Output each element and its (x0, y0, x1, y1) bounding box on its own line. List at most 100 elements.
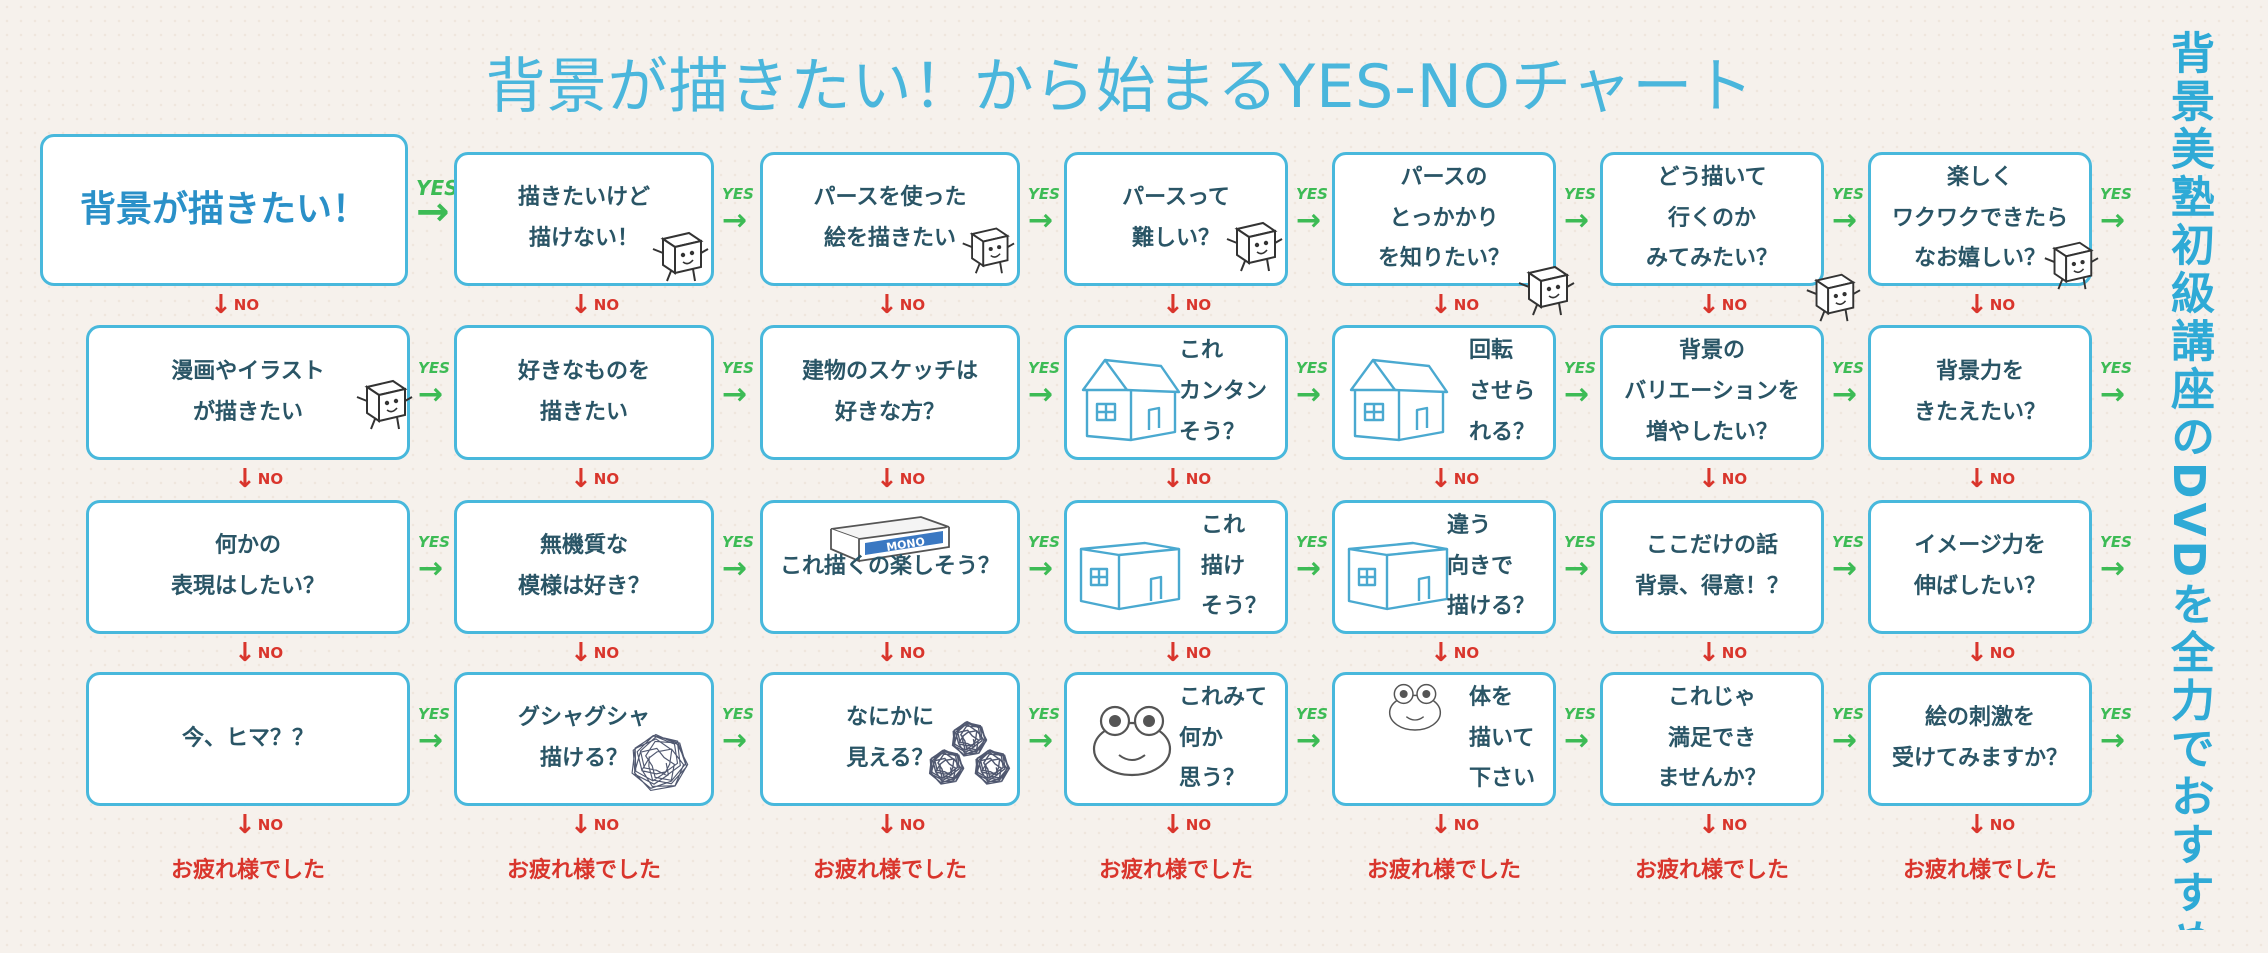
yes-arrow: YES→ (1028, 185, 1062, 237)
no-arrow: ↓NO (1698, 290, 1747, 320)
chart-node-r2-3: これ カンタン そう？ (1064, 325, 1288, 460)
end-label: お疲れ様でした (170, 858, 325, 883)
no-label: NO (257, 816, 284, 834)
yes-arrow: YES→ (722, 185, 756, 237)
chart-node-text: これみて 何か 思う？ (1178, 684, 1267, 792)
no-label: NO (899, 816, 926, 834)
no-arrow-glyph: ↓ (1698, 464, 1720, 494)
chart-node-r1-3: パースって 難しい？ (1064, 152, 1288, 286)
chart-node-r4-5: これじゃ 満足でき ませんか？ (1600, 672, 1824, 806)
yes-label: YES (416, 176, 459, 200)
no-arrow: ↓NO (1430, 810, 1479, 840)
chart-node-r2-5: 背景の バリエーションを 増やしたい？ (1600, 325, 1824, 460)
chart-node-r1-4: パースの とっかかり を知りたい？ (1332, 152, 1575, 316)
frog-face-icon (1385, 679, 1445, 748)
chart-node-r2-4: 回転 させら れる？ (1332, 325, 1556, 460)
chart-node-r4-3: これみて 何か 思う？ (1064, 672, 1288, 806)
no-arrow: ↓NO (1162, 290, 1211, 320)
yes-arrow-glyph: → (1296, 377, 1322, 412)
yes-label: YES (1028, 705, 1060, 723)
no-arrow-glyph: ↓ (876, 290, 898, 320)
chart-node-text: 今、ヒマ？？ (181, 725, 314, 751)
no-arrow-glyph: ↓ (1430, 464, 1452, 494)
yes-label: YES (418, 533, 450, 551)
box-building-sketch-icon (1343, 535, 1453, 630)
no-arrow: ↓NO (1430, 290, 1479, 320)
yes-label: YES (2100, 359, 2132, 377)
no-arrow-glyph: ↓ (1698, 638, 1720, 668)
side-recommendation-text: 背景美塾初級講座のDVDを全力でおすすめ！ (2163, 30, 2214, 930)
no-label: NO (1185, 644, 1212, 662)
chart-node-text: 好きなものを 描きたい (517, 358, 650, 425)
yes-label: YES (722, 359, 754, 377)
chart-node-text: 回転 させら れる？ (1468, 338, 1535, 445)
yes-label: YES (1028, 533, 1060, 551)
no-arrow-glyph: ↓ (1430, 638, 1452, 668)
no-arrow-glyph: ↓ (1966, 638, 1988, 668)
yes-label: YES (1296, 705, 1328, 723)
yes-label: YES (1564, 533, 1596, 551)
yes-label: YES (1296, 533, 1328, 551)
no-arrow-glyph: ↓ (570, 810, 592, 840)
yes-arrow: YES→ (2100, 533, 2134, 585)
yes-label: YES (1832, 359, 1864, 377)
chart-node-text: なにかに 見える？ (845, 705, 934, 771)
chart-node-text: 楽しく ワクワクできたら なお嬉しい？ (1891, 164, 2068, 272)
yes-arrow: YES→ (1564, 533, 1598, 585)
chart-node-text: 絵の刺激を 受けてみますか？ (1891, 705, 2068, 771)
chart-node-text: パースの とっかかり を知りたい？ (1377, 164, 1510, 272)
no-arrow: ↓NO (234, 638, 283, 668)
end-label: お疲れ様でした (506, 858, 661, 883)
yes-label: YES (2100, 705, 2132, 723)
yes-label: YES (1296, 359, 1328, 377)
chart-node-text: 背景の バリエーションを 増やしたい？ (1624, 338, 1800, 445)
no-label: NO (1721, 470, 1748, 488)
yes-arrow: YES→ (418, 359, 452, 411)
yes-label: YES (1832, 533, 1864, 551)
yes-arrow-glyph: → (1296, 203, 1322, 238)
no-label: NO (899, 296, 926, 314)
no-label: NO (233, 296, 260, 314)
yes-arrow-glyph: → (2100, 551, 2126, 586)
chart-node-r3-0: 何かの 表現はしたい？ (86, 500, 410, 634)
no-arrow: ↓NO (1698, 464, 1747, 494)
chart-node-text: これ 描け そう？ (1200, 512, 1267, 620)
no-label: NO (257, 470, 284, 488)
yes-arrow-glyph: → (1564, 203, 1590, 238)
chart-node-text: 違う 向きで 描ける？ (1446, 512, 1535, 620)
end-label: お疲れ様でした (1634, 858, 1789, 883)
chart-node-text: イメージ力を 伸ばしたい？ (1913, 533, 2046, 599)
yes-label: YES (1028, 185, 1060, 203)
yes-arrow-glyph: → (1564, 723, 1590, 758)
no-label: NO (1453, 644, 1480, 662)
chart-node-r4-0: 今、ヒマ？？ (86, 672, 410, 806)
no-arrow: ↓NO (876, 464, 925, 494)
end-label: お疲れ様でした (1902, 858, 2057, 883)
no-arrow-glyph: ↓ (1162, 290, 1184, 320)
frog-face-icon (1087, 699, 1177, 794)
no-label: NO (1989, 644, 2016, 662)
no-label: NO (1453, 470, 1480, 488)
yes-label: YES (2100, 533, 2132, 551)
no-arrow-glyph: ↓ (570, 638, 592, 668)
yes-label: YES (722, 533, 754, 551)
yes-arrow-glyph: → (418, 377, 444, 412)
yes-arrow-glyph: → (418, 551, 444, 586)
no-arrow-glyph: ↓ (210, 290, 232, 320)
chart-node-text: 背景が描きたい！ (79, 188, 368, 230)
no-arrow-glyph: ↓ (1162, 464, 1184, 494)
yes-arrow: YES→ (1028, 359, 1062, 411)
chart-node-r4-1: グシャグシャ 描ける？ (454, 672, 714, 806)
no-arrow: ↓NO (1966, 464, 2015, 494)
no-arrow-glyph: ↓ (1162, 638, 1184, 668)
yes-arrow-glyph: → (1028, 203, 1054, 238)
no-arrow: ↓NO (876, 810, 925, 840)
chart-title: 背景が描きたい！から始まるYES-NOチャート (485, 52, 1755, 122)
no-label: NO (1721, 296, 1748, 314)
yes-arrow: YES→ (2100, 705, 2134, 757)
no-arrow: ↓NO (570, 638, 619, 668)
yes-arrow-glyph: → (1028, 551, 1054, 586)
yes-arrow-glyph: → (1564, 377, 1590, 412)
no-arrow-glyph: ↓ (1966, 464, 1988, 494)
yes-arrow-glyph: → (1296, 723, 1322, 758)
